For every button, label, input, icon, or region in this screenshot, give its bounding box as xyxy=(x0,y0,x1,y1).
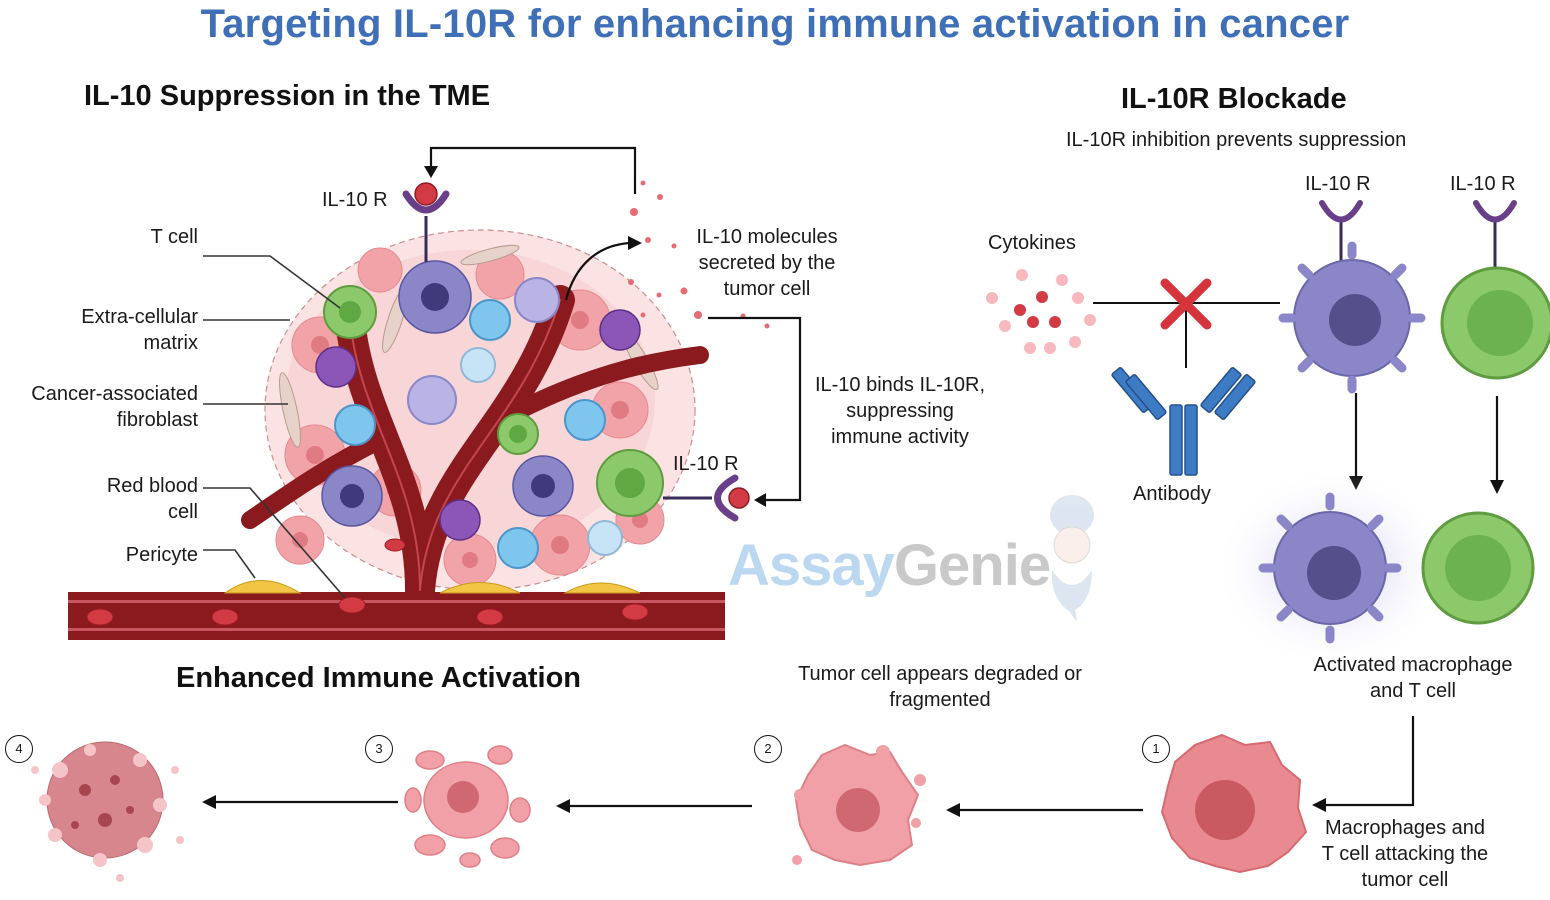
t-cell-top xyxy=(1440,266,1550,380)
label-pericyte: Pericyte xyxy=(125,544,198,566)
right-panel-subheading: IL-10R inhibition prevents suppression xyxy=(1066,129,1407,151)
label-ecm: Extra-cellular matrix xyxy=(81,306,198,354)
antibody-icon xyxy=(1111,367,1256,476)
label-degraded: Tumor cell appears degraded or fragmente… xyxy=(798,663,1082,711)
label-attacking: Macrophages and T cell attacking the tum… xyxy=(1321,817,1489,891)
macrophage-activated xyxy=(1258,492,1402,644)
label-caf: Cancer-associated fibroblast xyxy=(31,383,198,431)
step-badge-2: 2 xyxy=(754,735,782,763)
step-badge-1: 1 xyxy=(1142,735,1170,763)
label-il10-secreted: IL-10 molecules secreted by the tumor ce… xyxy=(696,226,838,300)
macrophage-top xyxy=(1278,241,1426,394)
left-panel-heading: IL-10 Suppression in the TME xyxy=(84,80,491,112)
watermark-part1: Assay xyxy=(728,533,895,598)
tumor-step-4 xyxy=(31,741,184,882)
tumor-microenvironment xyxy=(68,180,770,640)
bottom-panel-heading: Enhanced Immune Activation xyxy=(176,662,581,694)
watermark: AssayGenie xyxy=(728,532,1051,599)
block-x-icon xyxy=(1160,278,1212,330)
page-title: Targeting IL-10R for enhancing immune ac… xyxy=(200,2,1350,46)
tumor-step-2 xyxy=(792,743,926,867)
label-antibody: Antibody xyxy=(1133,483,1211,505)
step-badge-4: 4 xyxy=(5,735,33,763)
right-panel-heading: IL-10R Blockade xyxy=(1121,83,1347,115)
label-il10-binds: IL-10 binds IL-10R, suppressing immune a… xyxy=(814,374,986,448)
label-rbc: Red blood cell xyxy=(106,475,198,523)
watermark-part2: Genie xyxy=(893,533,1051,598)
watermark-mascot-icon xyxy=(1050,495,1094,621)
label-t-cell: T cell xyxy=(150,226,198,248)
label-il10r-a: IL-10 R xyxy=(1305,173,1371,195)
cytokines-cluster xyxy=(986,269,1096,354)
label-il10r-top: IL-10 R xyxy=(322,189,388,211)
tumor-step-1 xyxy=(1160,733,1308,874)
label-cytokines: Cytokines xyxy=(988,232,1076,254)
step-badge-3: 3 xyxy=(365,735,393,763)
label-il10r-right: IL-10 R xyxy=(673,453,739,475)
label-il10r-b: IL-10 R xyxy=(1450,173,1516,195)
t-cell-activated xyxy=(1421,511,1535,625)
tumor-step-3 xyxy=(404,745,531,868)
label-activated: Activated macrophage and T cell xyxy=(1313,654,1513,702)
